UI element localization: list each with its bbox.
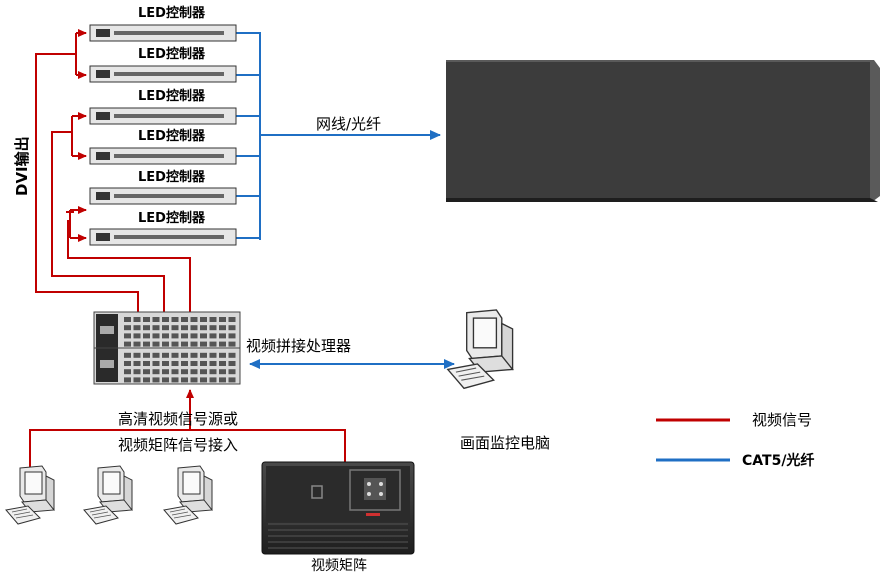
matrix-label: 视频矩阵 (311, 558, 367, 574)
led-controller-label: LED控制器 (138, 46, 206, 62)
video-signal-lines (29, 29, 346, 480)
processor-label: 视频拼接处理器 (246, 337, 351, 355)
cat5-lines (236, 32, 441, 240)
source-pc-icon (83, 465, 133, 525)
network-fiber-label: 网线/光纤 (316, 115, 381, 133)
led-controller-unit (89, 107, 237, 125)
source-label-line1: 高清视频信号源或 (118, 410, 238, 428)
legend-label-video: 视频信号 (752, 411, 812, 429)
led-screen (446, 60, 880, 202)
led-controller-stack: LED控制器 LED控制器 LED控制器 LED控制器 LED控制器 LED控制器 (89, 5, 237, 246)
led-controller-unit (89, 65, 237, 83)
source-pc-icon (163, 465, 213, 525)
led-controller-label: LED控制器 (138, 169, 206, 185)
dvi-output-label: DVI输出 (13, 136, 31, 196)
source-pc-icon (5, 465, 55, 525)
video-wall-processor (93, 311, 241, 385)
legend-label-cat5: CAT5/光纤 (742, 452, 814, 469)
source-label-line2: 视频矩阵信号接入 (118, 436, 238, 454)
led-controller-unit (89, 228, 237, 246)
led-controller-label: LED控制器 (138, 88, 206, 104)
monitor-pc-icon (447, 309, 514, 389)
led-controller-label: LED控制器 (138, 128, 206, 144)
legend: 视频信号 CAT5/光纤 (656, 411, 814, 469)
led-controller-unit (89, 187, 237, 205)
led-controller-unit (89, 24, 237, 42)
led-controller-label: LED控制器 (138, 5, 206, 21)
video-matrix (261, 461, 415, 555)
monitor-pc-label: 画面监控电脑 (460, 434, 550, 452)
led-controller-unit (89, 147, 237, 165)
led-controller-label: LED控制器 (138, 210, 206, 226)
